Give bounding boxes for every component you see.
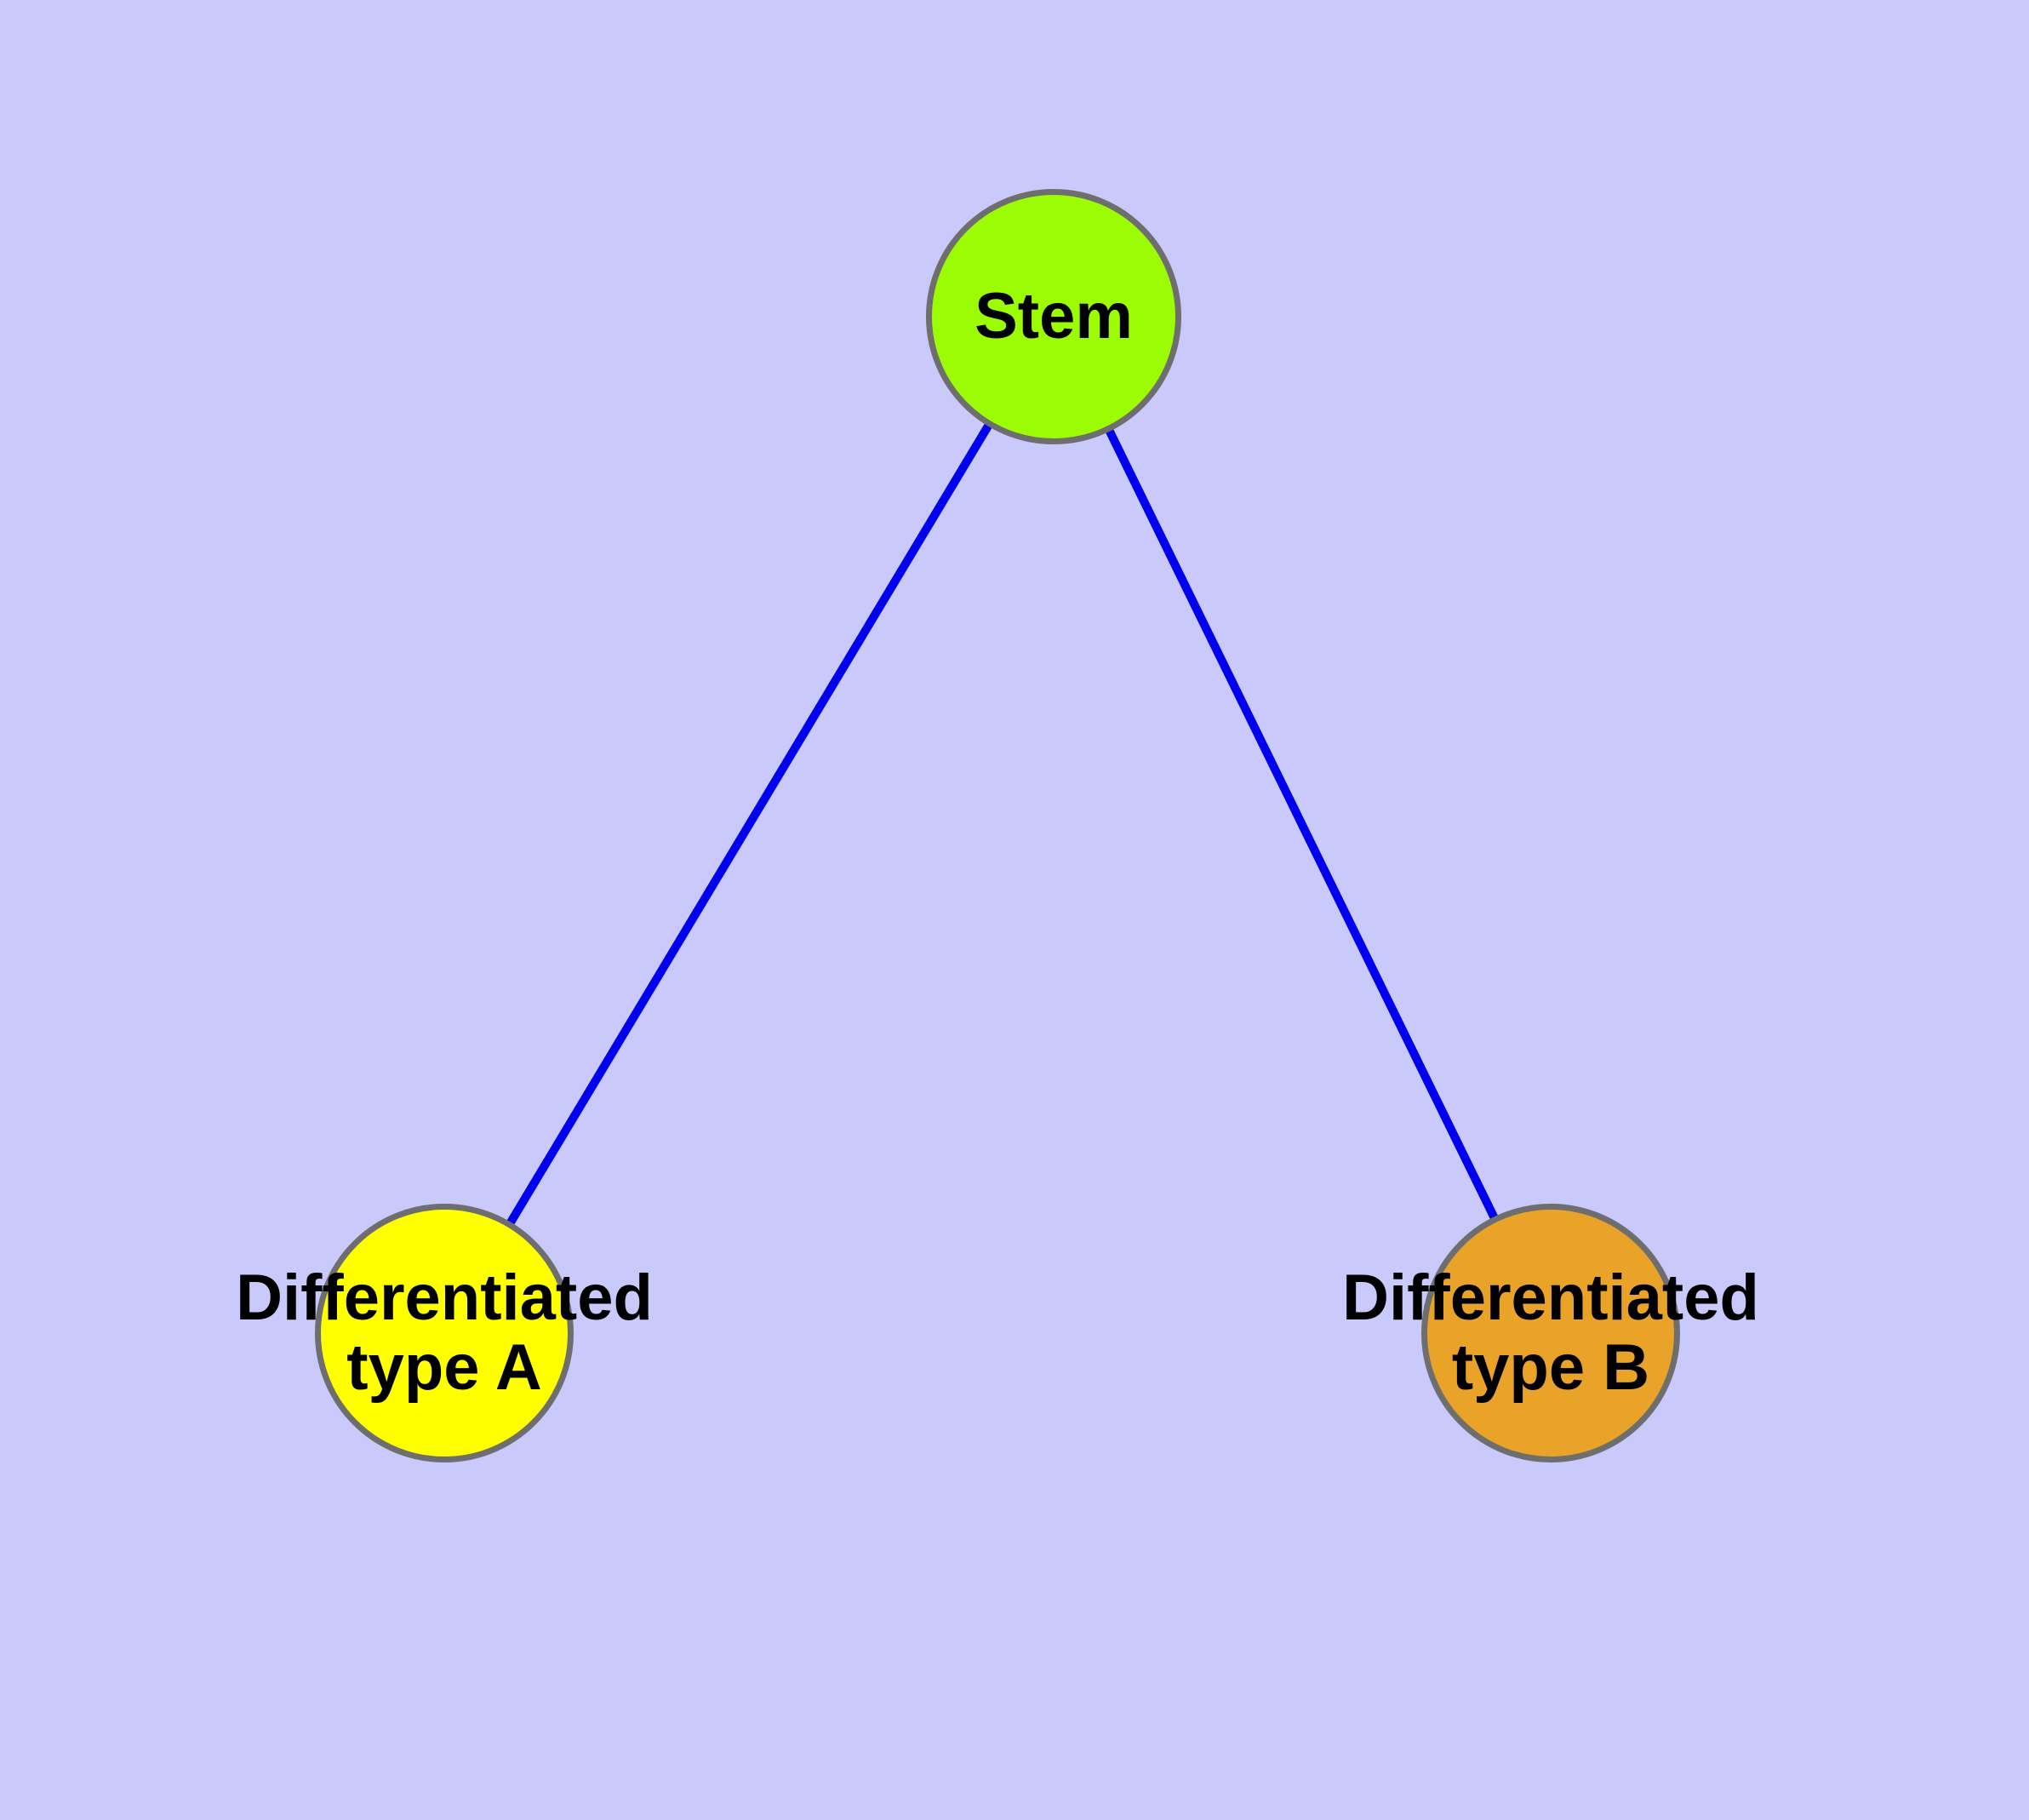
node-layer — [315, 189, 1680, 1462]
graph-node-diff_b[interactable] — [1421, 1204, 1680, 1462]
edge-layer — [440, 314, 1555, 1336]
graph-node-diff_a[interactable] — [315, 1204, 574, 1462]
graph-node-stem[interactable] — [926, 189, 1181, 444]
graph-edge-stem-to-a[interactable] — [440, 314, 1058, 1336]
graph-edge-stem-to-b[interactable] — [1049, 314, 1555, 1336]
